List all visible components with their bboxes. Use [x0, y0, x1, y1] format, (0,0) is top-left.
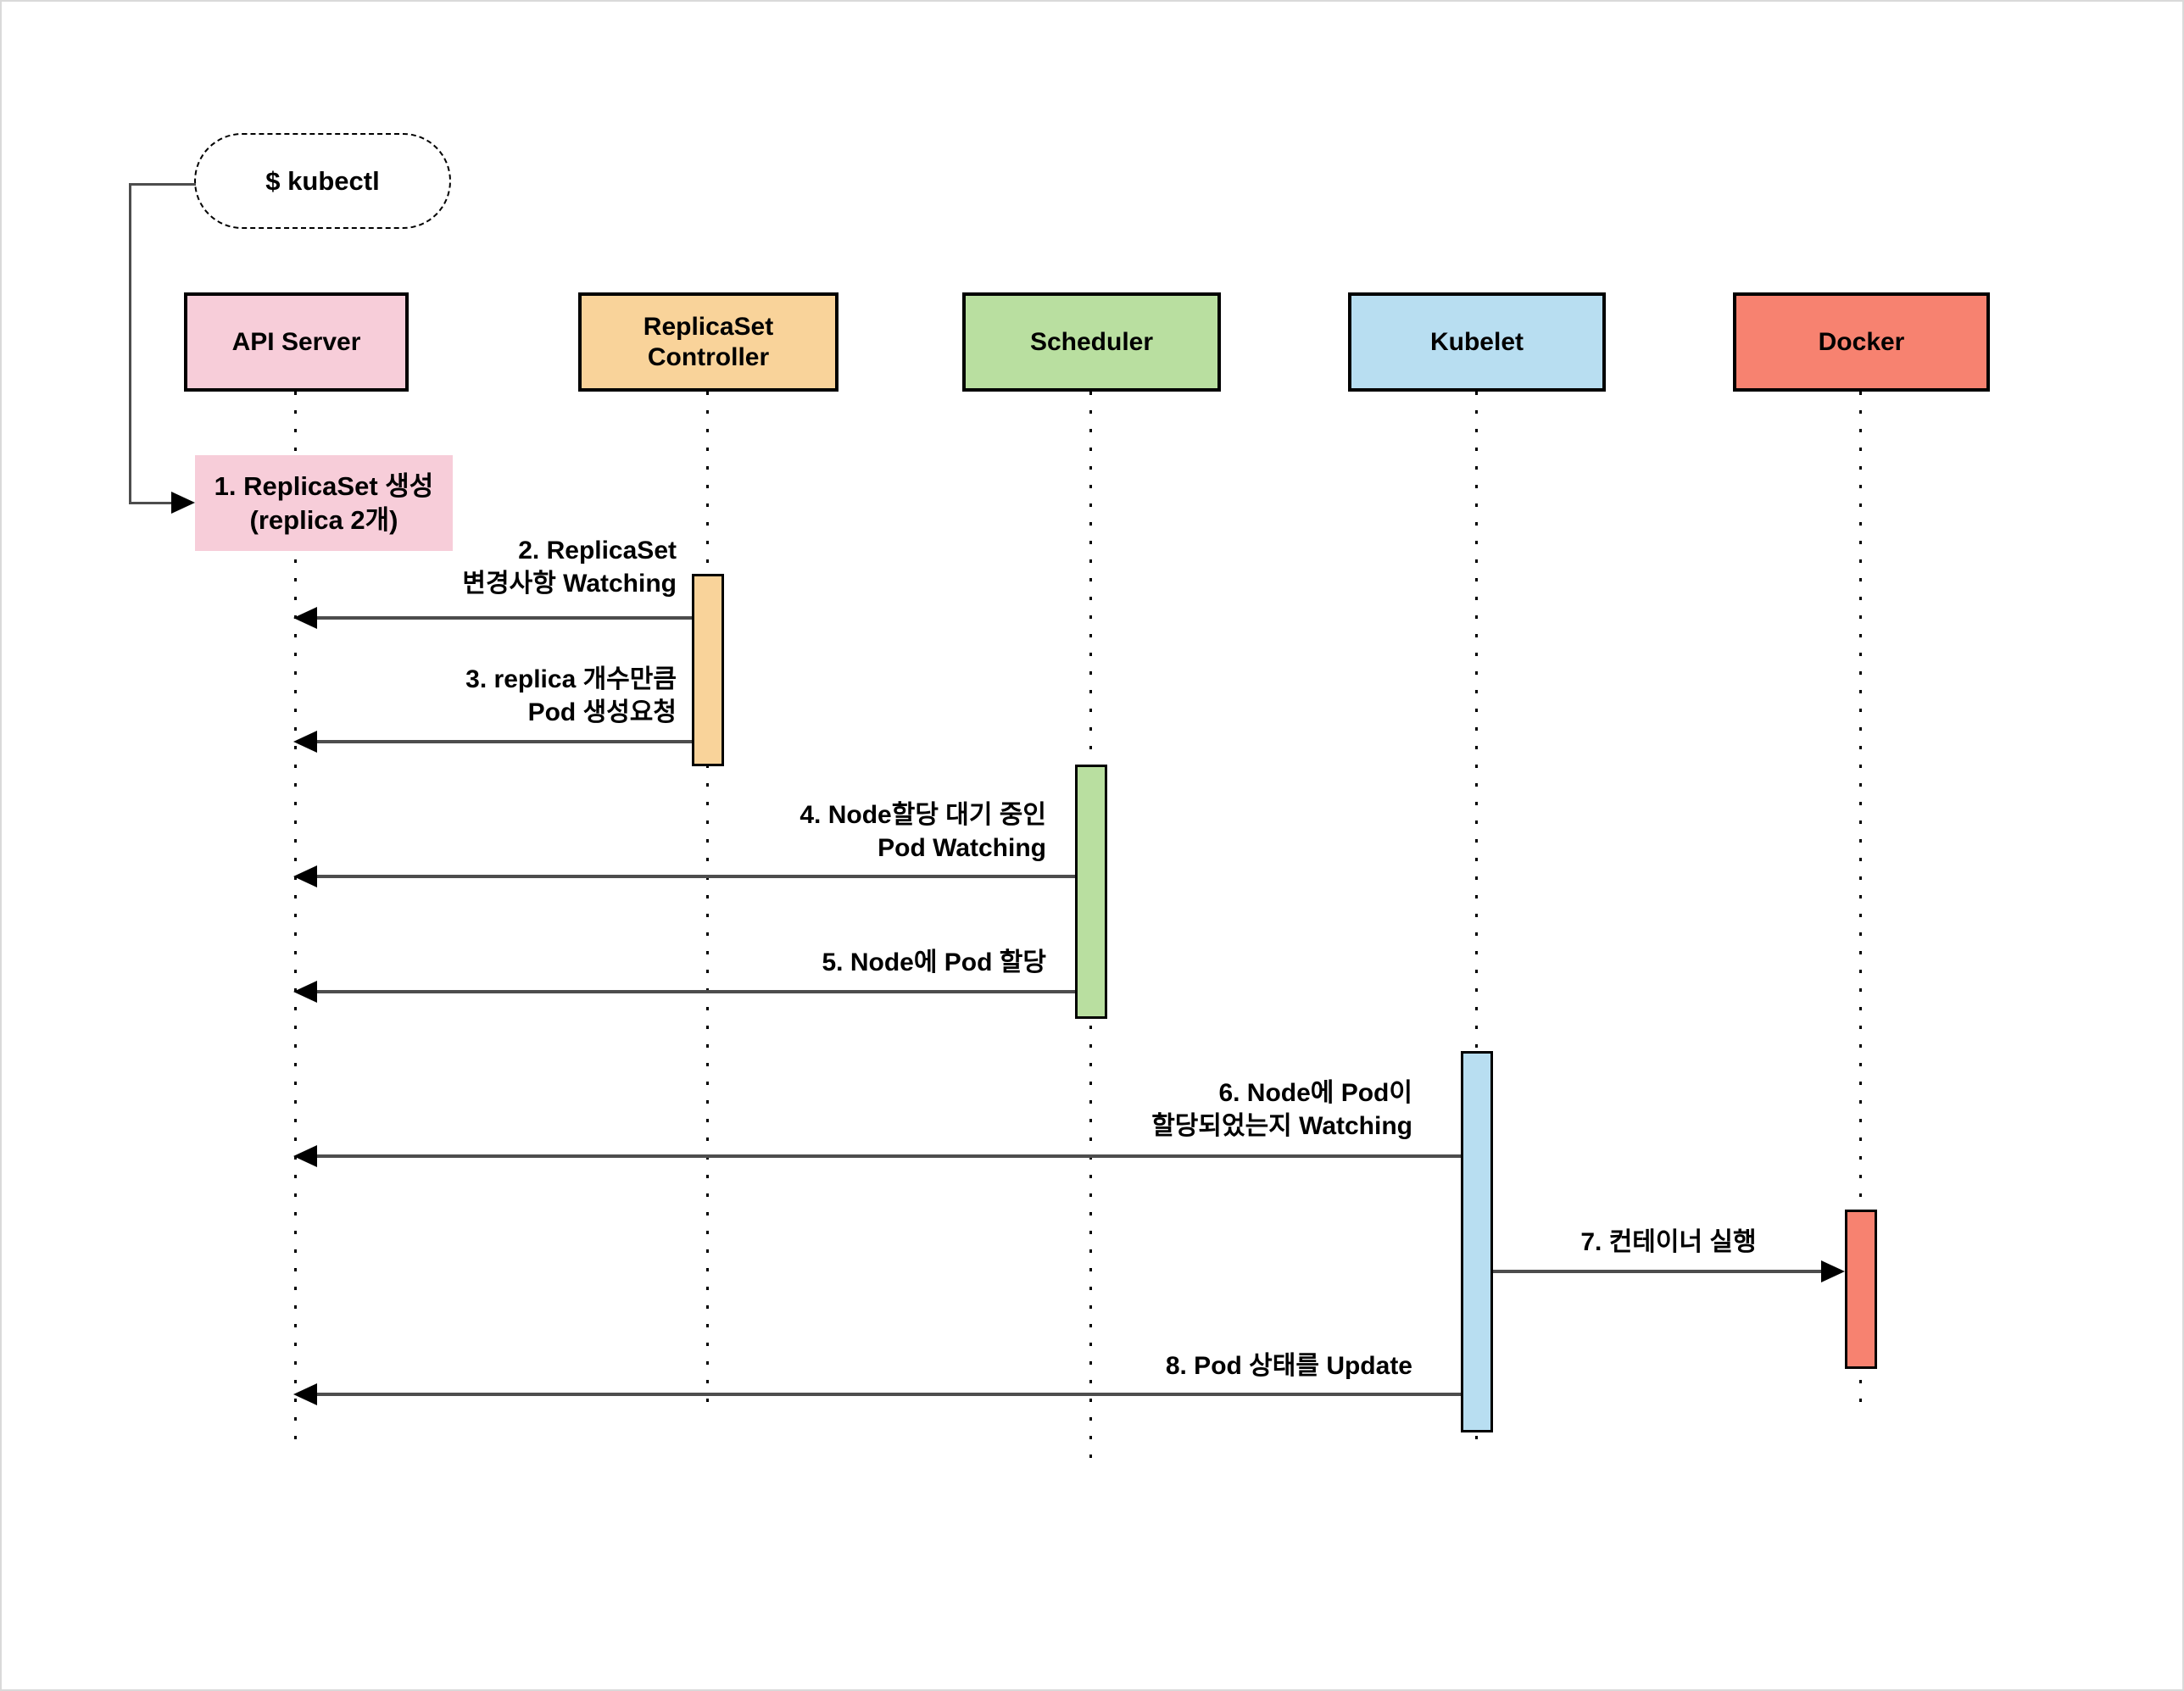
connector-segment [129, 183, 196, 186]
connector-segment [129, 183, 131, 504]
kubectl-node: $ kubectl [194, 133, 451, 229]
note-line1: 1. ReplicaSet 생성 [214, 470, 434, 501]
message-5-arrow [315, 990, 1075, 993]
actor-api-server-label: API Server [231, 327, 361, 356]
arrowhead-icon [293, 1383, 317, 1405]
message-7-arrow [1493, 1270, 1825, 1273]
arrowhead-icon [293, 1145, 317, 1167]
activation-bar-replicaset-controller [692, 574, 724, 766]
message-4-label: 4. Node할당 대기 중인 Pod Watching [800, 801, 1046, 862]
note-line2: (replica 2개) [249, 504, 398, 535]
arrowhead-icon [293, 865, 317, 887]
kubectl-label: $ kubectl [265, 165, 380, 196]
message-6-arrow [315, 1154, 1461, 1158]
lifeline-docker [1859, 392, 1862, 1407]
arrowhead-icon [293, 607, 317, 629]
arrowhead-icon [293, 731, 317, 753]
actor-docker-label: Docker [1818, 327, 1905, 356]
actor-replicaset-controller: ReplicaSet Controller [578, 292, 838, 392]
actor-kubelet-label: Kubelet [1429, 327, 1524, 356]
message-8-label: 8. Pod 상태를 Update [1165, 1352, 1412, 1380]
actor-scheduler-label: Scheduler [1029, 327, 1154, 356]
activation-bar-scheduler [1075, 765, 1107, 1019]
actor-api-server: API Server [184, 292, 409, 392]
message-2-arrow [315, 616, 692, 620]
message-8-arrow [315, 1393, 1461, 1396]
lifeline-api-server [294, 392, 297, 1447]
actor-scheduler: Scheduler [962, 292, 1221, 392]
actor-docker: Docker [1733, 292, 1990, 392]
message-6-label: 6. Node에 Pod이 할당되었는지 Watching [1151, 1079, 1412, 1140]
lifeline-kubelet [1475, 392, 1478, 1453]
arrowhead-icon [1821, 1260, 1845, 1282]
activation-bar-kubelet [1461, 1051, 1493, 1432]
message-5-label: 5. Node에 Pod 할당 [822, 948, 1047, 976]
arrowhead-icon [293, 981, 317, 1003]
note-replicaset-create: 1. ReplicaSet 생성 (replica 2개) [195, 455, 453, 551]
message-2-label: 2. ReplicaSet 변경사항 Watching [462, 537, 677, 598]
actor-kubelet: Kubelet [1348, 292, 1606, 392]
connector-segment [129, 502, 173, 504]
message-4-arrow [315, 875, 1075, 878]
lifeline-replicaset-controller [706, 392, 709, 1407]
message-3-arrow [315, 740, 692, 743]
actor-replicaset-controller-label: ReplicaSet Controller [643, 312, 774, 371]
arrowhead-icon [171, 492, 195, 514]
message-3-label: 3. replica 개수만큼 Pod 생성요청 [465, 665, 677, 726]
message-7-label: 7. 컨테이너 실행 [1580, 1228, 1757, 1256]
activation-bar-docker [1845, 1210, 1877, 1369]
